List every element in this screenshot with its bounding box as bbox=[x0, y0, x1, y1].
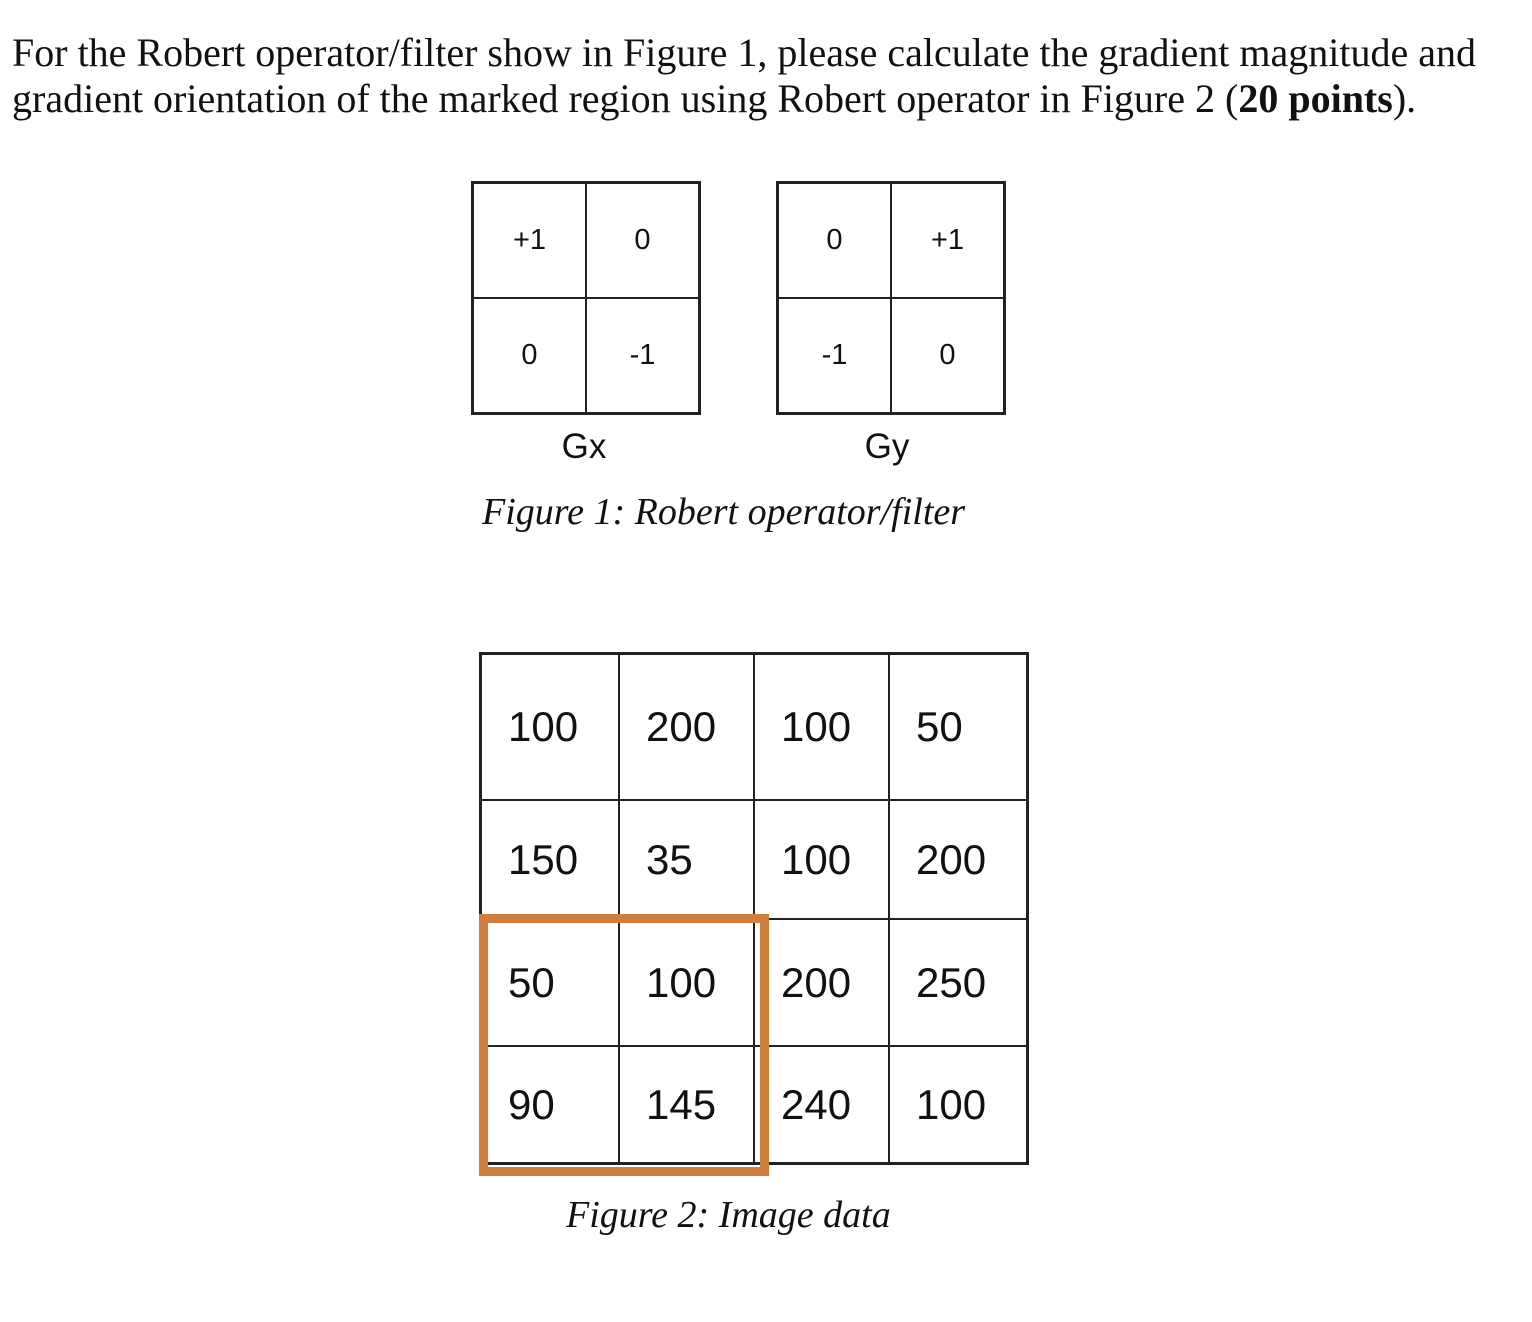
image-cell: 150 bbox=[481, 800, 619, 919]
image-cell: 100 bbox=[481, 654, 619, 800]
gx-cell: 0 bbox=[473, 298, 586, 413]
image-cell: 50 bbox=[889, 654, 1027, 800]
gy-kernel-grid: 0 +1 -1 0 bbox=[776, 181, 1006, 415]
gx-cell: -1 bbox=[586, 298, 699, 413]
image-cell: 90 bbox=[481, 1046, 619, 1163]
question-line-2: gradient orientation of the marked regio… bbox=[12, 76, 1522, 122]
image-data-grid: 100 200 100 50 150 35 100 200 50 100 200… bbox=[479, 652, 1029, 1165]
image-cell: 200 bbox=[889, 800, 1027, 919]
figure-1-caption: Figure 1: Robert operator/filter bbox=[482, 491, 966, 533]
gx-cell: 0 bbox=[586, 183, 699, 298]
gy-cell: 0 bbox=[891, 298, 1004, 413]
gy-cell: -1 bbox=[778, 298, 891, 413]
image-cell: 240 bbox=[754, 1046, 889, 1163]
image-cell: 100 bbox=[619, 919, 754, 1046]
gy-label: Gy bbox=[864, 427, 910, 466]
figure-2-caption: Figure 2: Image data bbox=[566, 1194, 891, 1236]
image-cell: 145 bbox=[619, 1046, 754, 1163]
points-value: 20 points bbox=[1238, 76, 1393, 121]
gy-cell: 0 bbox=[778, 183, 891, 298]
gx-cell: +1 bbox=[473, 183, 586, 298]
question-line-2-prefix: gradient orientation of the marked regio… bbox=[12, 76, 1239, 121]
image-cell: 100 bbox=[889, 1046, 1027, 1163]
image-cell: 100 bbox=[754, 800, 889, 919]
question-line-1: For the Robert operator/filter show in F… bbox=[12, 30, 1476, 75]
question-line-2-suffix: ). bbox=[1392, 76, 1417, 121]
gy-cell: +1 bbox=[891, 183, 1004, 298]
image-cell: 50 bbox=[481, 919, 619, 1046]
question-text: For the Robert operator/filter show in F… bbox=[12, 30, 1522, 122]
image-cell: 200 bbox=[754, 919, 889, 1046]
gx-label: Gx bbox=[561, 427, 607, 466]
image-cell: 100 bbox=[754, 654, 889, 800]
gx-kernel-grid: +1 0 0 -1 bbox=[471, 181, 701, 415]
image-cell: 250 bbox=[889, 919, 1027, 1046]
image-cell: 35 bbox=[619, 800, 754, 919]
image-cell: 200 bbox=[619, 654, 754, 800]
